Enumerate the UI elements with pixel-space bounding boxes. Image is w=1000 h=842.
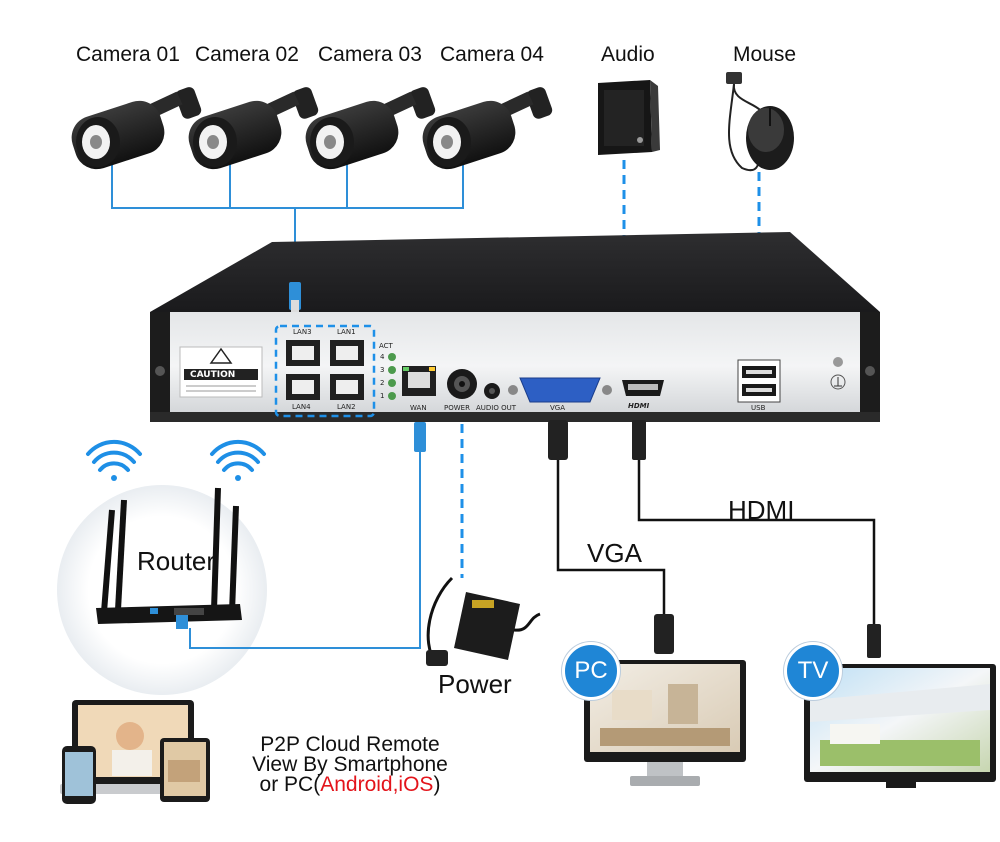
tv-badge: TV: [784, 642, 842, 700]
hdmi-cable-label: HDMI: [728, 495, 795, 525]
pc-monitor-icon: [584, 660, 746, 786]
port-wan-label: WAN: [410, 404, 427, 412]
vga-cable-label: VGA: [587, 538, 642, 568]
remote-line-3-prefix: or PC(: [259, 773, 321, 796]
camera-icon-2: [188, 87, 319, 170]
port-lan3-label: LAN3: [293, 328, 312, 336]
camera-icon-3: [305, 87, 436, 170]
act-number-3: 3: [380, 366, 385, 374]
power-label: Power: [438, 669, 512, 699]
remote-line-2: View By Smartphone: [252, 753, 448, 776]
port-lan1-label: LAN1: [337, 328, 356, 336]
speaker-icon: [598, 80, 660, 155]
wifi-icon: [86, 439, 266, 481]
vga-cable: [548, 420, 674, 654]
nvr-recorder: [150, 232, 880, 422]
remote-devices-icon: [60, 700, 210, 804]
act-number-1: 1: [380, 392, 385, 400]
audio-label: Audio: [601, 43, 655, 66]
camera-label-2: Camera 02: [195, 43, 299, 66]
wan-cable: [189, 422, 426, 649]
act-number-2: 2: [380, 379, 385, 387]
port-vga-label: VGA: [550, 404, 566, 412]
remote-line-3: or PC(Android,iOS): [240, 773, 460, 796]
remote-line-1: P2P Cloud Remote: [260, 733, 440, 756]
tv-icon: [804, 664, 996, 788]
camera-icon-4: [422, 87, 553, 170]
camera-icon-1: [71, 87, 202, 170]
camera-label-3: Camera 03: [318, 43, 422, 66]
router-label: Router: [137, 546, 216, 576]
mouse-icon: [726, 72, 794, 171]
port-act-label: ACT: [379, 342, 393, 350]
port-usb-label: USB: [751, 404, 766, 412]
remote-platforms: Android,iOS: [320, 773, 434, 796]
power-adapter-icon: [426, 576, 541, 666]
camera-label-4: Camera 04: [440, 43, 544, 66]
pc-badge: PC: [562, 642, 620, 700]
port-hdmi-label: HDMI: [628, 402, 650, 410]
camera-label-1: Camera 01: [76, 43, 180, 66]
mouse-label: Mouse: [733, 43, 797, 66]
port-lan2-label: LAN2: [337, 403, 356, 411]
port-power-label: POWER: [444, 404, 470, 412]
remote-access-text: P2P Cloud Remote View By Smartphone or P…: [240, 733, 460, 796]
camera-network-plug: [289, 282, 301, 312]
port-lan4-label: LAN4: [292, 403, 311, 411]
act-number-4: 4: [380, 353, 385, 361]
hdmi-cable: [632, 420, 881, 658]
remote-line-3-suffix: ): [433, 773, 441, 796]
caution-label: CAUTION: [190, 370, 236, 380]
port-audio-out-label: AUDIO OUT: [476, 404, 517, 412]
router-icon: [96, 487, 242, 629]
